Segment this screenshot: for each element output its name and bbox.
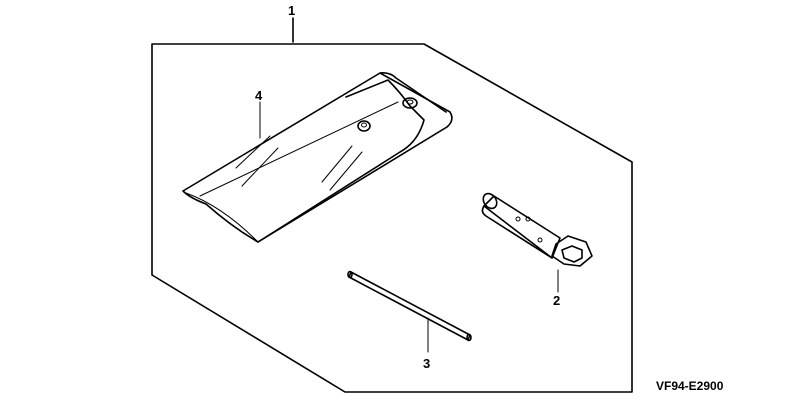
callout-3-label: 3 bbox=[423, 356, 430, 371]
tool-bag bbox=[182, 72, 453, 243]
kit-boundary bbox=[151, 17, 633, 393]
snap-button-lower bbox=[357, 120, 371, 132]
spark-plug-wrench bbox=[481, 192, 593, 267]
callout-2-label: 2 bbox=[553, 293, 560, 308]
snap-button-upper bbox=[402, 97, 418, 109]
callout-4-label: 4 bbox=[255, 88, 263, 103]
figure-code: VF94-E2900 bbox=[656, 379, 724, 393]
handle-bar bbox=[347, 270, 472, 342]
callout-1-label: 1 bbox=[288, 3, 295, 18]
